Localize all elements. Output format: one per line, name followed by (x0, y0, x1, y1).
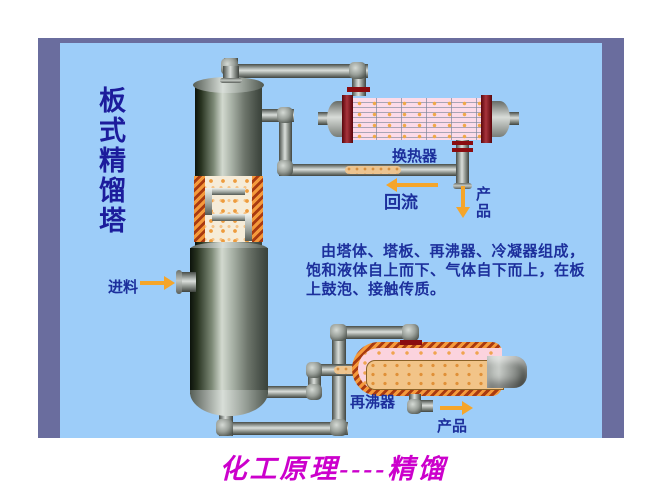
pipe-elbow (277, 107, 293, 123)
reboiler-tube-bundle (366, 360, 504, 390)
tray-downcomer (245, 214, 252, 241)
condenser-stub-left (318, 112, 328, 125)
column-top-cap (193, 77, 264, 93)
description-line: 饱和液体自上而下、气体自下而上，在板 (306, 262, 586, 279)
tray (205, 188, 245, 195)
pipe-reflux-drop (279, 109, 292, 173)
product-top-arrow-icon (456, 186, 470, 218)
pipe-elbow (277, 160, 293, 176)
pipe-bottoms-riser (332, 326, 346, 434)
reboiler-inlet-liquid (334, 366, 356, 374)
reflux-liquid (345, 166, 401, 174)
frame-top-edge (38, 38, 624, 43)
pipe-elbow (330, 324, 347, 341)
frame-left-bar (38, 40, 60, 438)
feed-arrow-icon (140, 276, 176, 290)
condenser-shell (352, 98, 482, 140)
product-bottom-arrow-icon (440, 401, 474, 415)
pipe-elbow (306, 362, 322, 378)
product-top-label: 产品 (474, 186, 491, 220)
feed-label: 进料 (108, 279, 139, 296)
description-line: 由塔体、塔板、再沸器、冷凝器组成， (321, 243, 585, 260)
pipe-reboiler-feed (262, 386, 320, 398)
description-paragraph: 由塔体、塔板、再沸器、冷凝器组成， 饱和液体自上而下、气体自下而上，在板 上鼓泡… (306, 242, 602, 299)
condenser-cap-right (490, 101, 510, 137)
tray-downcomer (205, 188, 212, 215)
condenser-label: 换热器 (392, 148, 438, 165)
condenser-flange-left (342, 95, 353, 143)
column-lower-shell (190, 248, 268, 394)
pipe-elbow (330, 419, 347, 436)
pipe-overhead-run (224, 64, 368, 78)
pipe-elbow (349, 62, 366, 79)
condenser-inlet-flange (347, 87, 370, 92)
condenser-flange-right (481, 95, 492, 143)
pipe-product-top (456, 139, 469, 188)
condenser-stub-right (509, 112, 519, 125)
product-bottom-label: 产品 (437, 418, 468, 435)
cutaway-wall-right (252, 176, 263, 242)
slide-caption: 化工原理----精馏 (219, 454, 448, 484)
reflux-arrow-icon (386, 178, 438, 192)
feed-nozzle-flange (176, 270, 182, 294)
frame-right-bar (602, 40, 624, 438)
pipe-reboiler-top-run (332, 326, 416, 339)
reboiler-label: 再沸器 (350, 394, 396, 411)
description-line: 上鼓泡、接触传质。 (306, 281, 446, 298)
cutaway-interior (205, 176, 252, 242)
cutaway-wall-left (194, 176, 205, 242)
pipe-elbow (407, 399, 422, 414)
column-top-flange (220, 78, 242, 83)
pipe-elbow (306, 384, 322, 400)
pipe-elbow (402, 324, 419, 341)
condenser-outlet-flange (452, 141, 473, 145)
tray (212, 214, 252, 221)
reflux-label: 回流 (384, 193, 418, 212)
reboiler-inlet-flange (400, 340, 422, 345)
slide-title: 板式精馏塔 (95, 86, 125, 236)
pipe-bottom-run (228, 422, 348, 435)
reboiler-head (487, 356, 527, 388)
pipe-elbow (216, 419, 233, 436)
condenser-outlet-flange (452, 148, 473, 152)
